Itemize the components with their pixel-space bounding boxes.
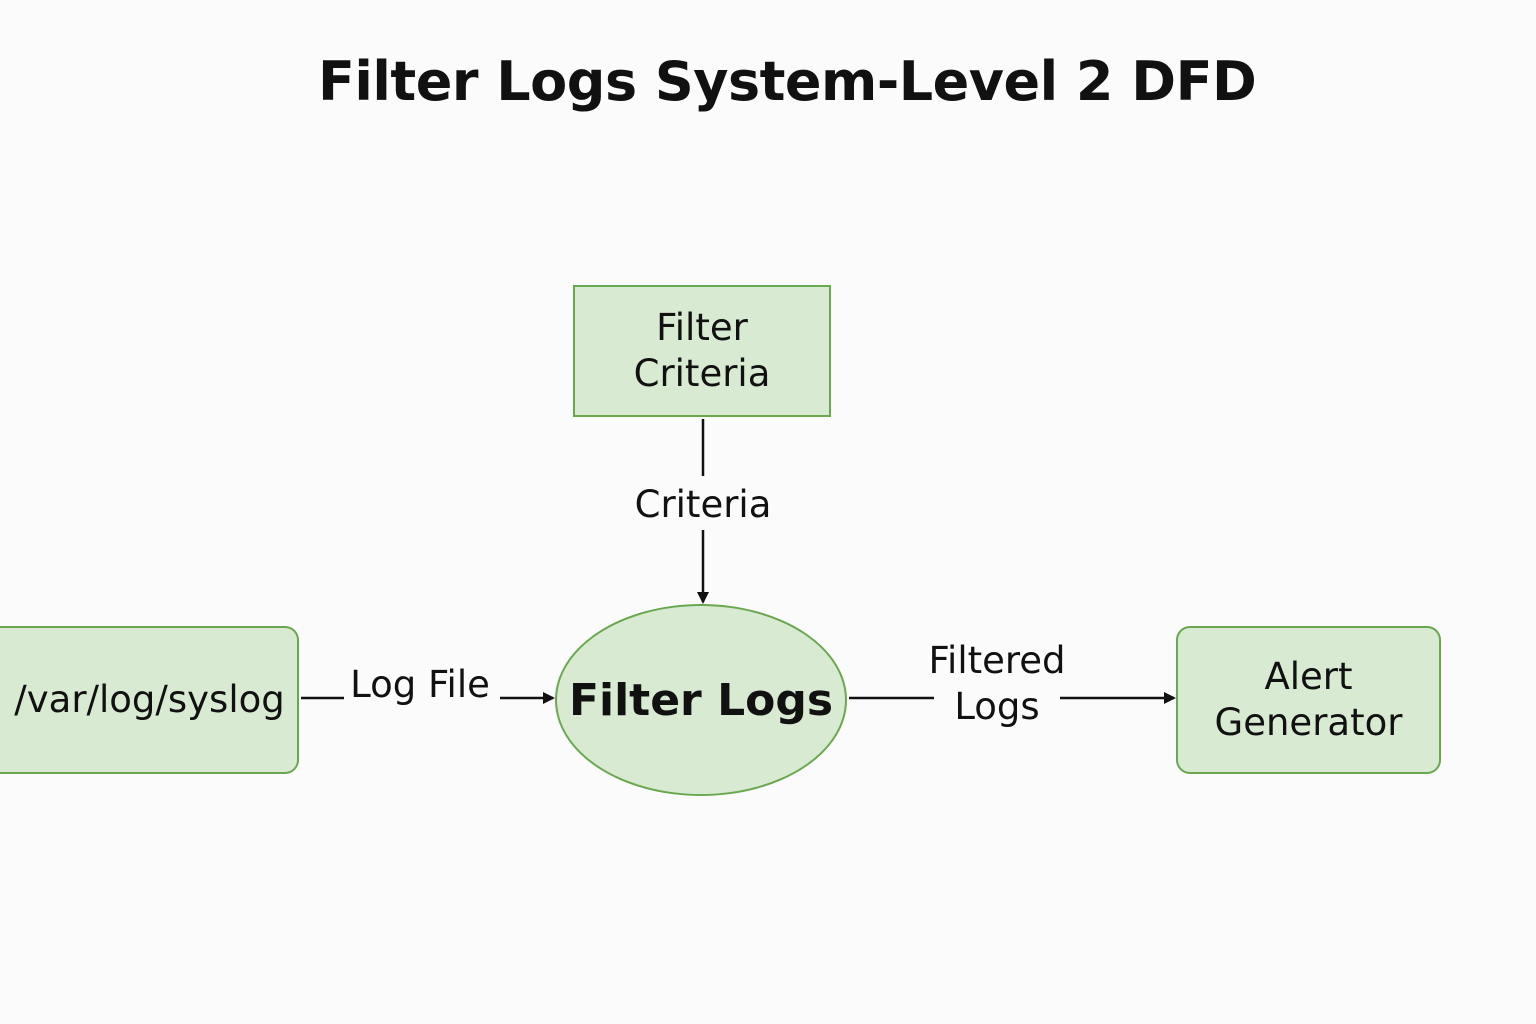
logfile-flow-label: Log File: [350, 663, 490, 706]
filter-logs-process[interactable]: Filter Logs: [555, 604, 847, 796]
filter-logs-label: Filter Logs: [568, 674, 834, 726]
filter-criteria-label: Filter Criteria: [633, 305, 771, 395]
alert-generator-label: Alert Generator: [1214, 654, 1403, 744]
syslog-source-label: /var/log/syslog: [14, 677, 285, 721]
filter-criteria-store[interactable]: Filter Criteria: [573, 285, 831, 417]
diagram-title: Filter Logs System-Level 2 DFD: [318, 50, 1257, 113]
alert-generator-entity[interactable]: Alert Generator: [1176, 626, 1441, 774]
syslog-source-entity[interactable]: /var/log/syslog: [0, 626, 299, 774]
criteria-flow-label: Criteria: [634, 483, 772, 526]
filtered-logs-flow-label: Filtered Logs: [928, 639, 1066, 729]
